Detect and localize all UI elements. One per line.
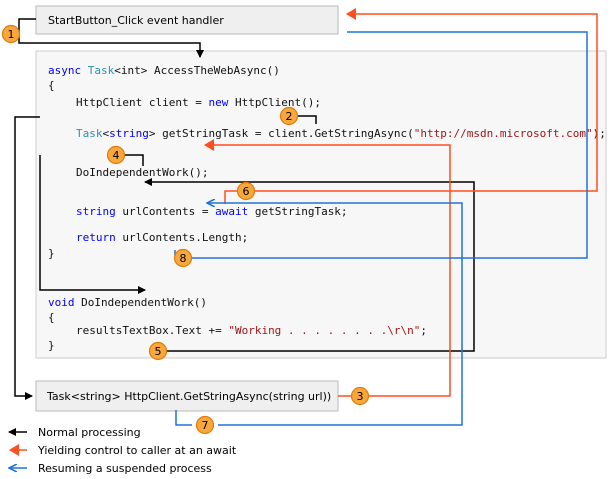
caller-box-label: StartButton_Click event handler xyxy=(48,14,224,27)
svg-text:8: 8 xyxy=(180,252,187,265)
step-badge-6: 6 xyxy=(236,181,256,201)
code-line-open-brace: { xyxy=(48,79,55,92)
svg-text:4: 4 xyxy=(113,149,120,162)
svg-text:2: 2 xyxy=(286,110,293,123)
step-badge-7: 7 xyxy=(195,415,215,435)
path-step-4 xyxy=(39,154,145,290)
step-badge-8: 8 xyxy=(173,248,193,268)
step-badge-1: 1 xyxy=(1,24,21,44)
svg-text:1: 1 xyxy=(8,28,15,41)
getstringasync-box xyxy=(35,380,339,412)
legend-item-resume: Resuming a suspended process xyxy=(9,462,212,475)
code-panel xyxy=(35,50,607,359)
path-step-1 xyxy=(18,18,200,57)
path-step-7 xyxy=(175,203,463,426)
code-line-async-method: async Task<int> AccessTheWebAsync() xyxy=(48,64,280,77)
svg-text:3: 3 xyxy=(357,390,364,403)
svg-text:Resuming a suspended process: Resuming a suspended process xyxy=(38,462,212,475)
step-badge-2: 2 xyxy=(279,106,299,126)
code-line-httpclient: HttpClient client = new HttpClient(); xyxy=(76,96,321,109)
path-yield-to-caller xyxy=(250,8,598,192)
code-line-getstringtask: Task<string> getStringTask = client.GetS… xyxy=(76,127,606,140)
code-line-open-brace-2: { xyxy=(48,311,55,324)
yield-paths xyxy=(204,8,598,397)
path-step-6 xyxy=(224,190,238,204)
legend-item-yield: Yielding control to caller at an await xyxy=(9,444,237,457)
path-step-5 xyxy=(144,178,475,352)
svg-text:7: 7 xyxy=(202,419,209,432)
code-line-await: string urlContents = await getStringTask… xyxy=(76,205,348,218)
svg-text:Yielding control to caller at: Yielding control to caller at an await xyxy=(37,444,237,457)
step-badge-3: 3 xyxy=(350,386,370,406)
normal-processing-paths xyxy=(14,18,475,396)
code-line-close-brace: } xyxy=(48,247,55,260)
code-line-close-brace-2: } xyxy=(48,339,55,352)
svg-text:5: 5 xyxy=(155,345,162,358)
code-line-void-method: void DoIndependentWork() xyxy=(48,296,207,309)
caller-box xyxy=(35,5,339,35)
legend: Normal processing Yielding control to ca… xyxy=(9,426,237,475)
path-step-3 xyxy=(204,139,451,397)
step-badge-5: 5 xyxy=(148,341,168,361)
svg-text:Normal processing: Normal processing xyxy=(38,426,141,439)
code-line-return: return urlContents.Length; xyxy=(76,231,248,244)
code-line-doindependentwork-call: DoIndependentWork(); xyxy=(76,166,208,179)
svg-text:6: 6 xyxy=(243,185,250,198)
getstringasync-box-label: Task<string> HttpClient.GetStringAsync(s… xyxy=(46,390,331,403)
step-badge-4: 4 xyxy=(106,145,126,165)
legend-item-normal: Normal processing xyxy=(8,426,141,439)
code-line-results-textbox: resultsTextBox.Text += "Working . . . . … xyxy=(76,324,427,337)
step-badges: 1 2 3 4 5 6 7 8 xyxy=(1,24,370,435)
